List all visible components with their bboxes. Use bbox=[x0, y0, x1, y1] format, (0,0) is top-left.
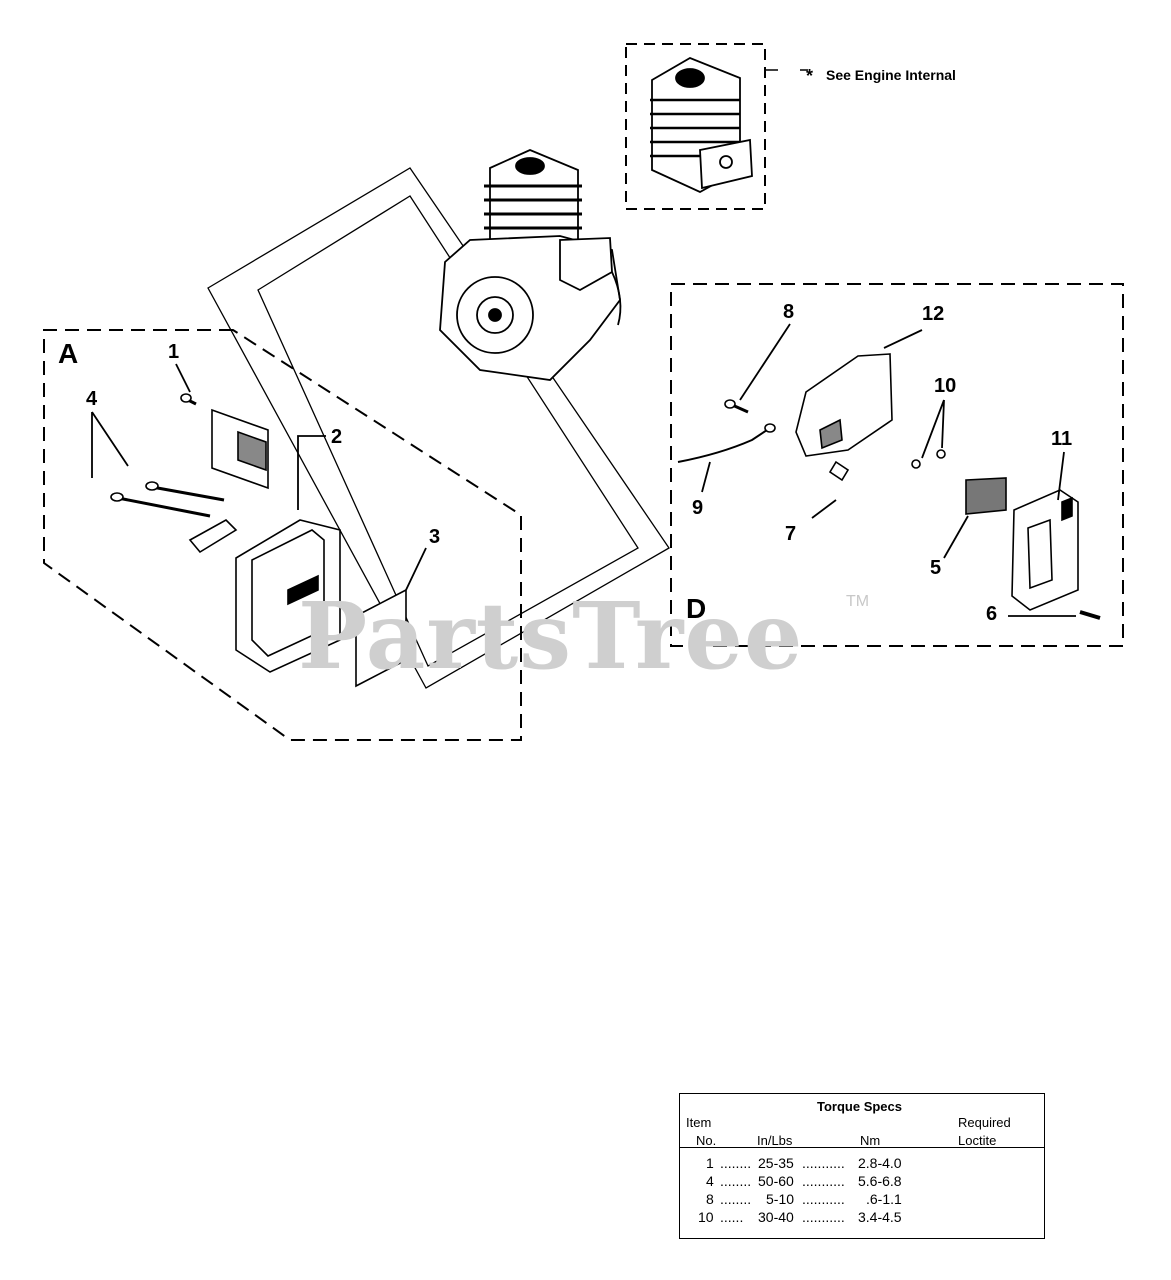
callout-8: 8 bbox=[783, 301, 795, 323]
frame-outline bbox=[207, 167, 670, 689]
section-a-parts bbox=[110, 393, 407, 688]
engine-icon bbox=[439, 149, 622, 381]
watermark-partstree: PartsTree bbox=[298, 582, 804, 690]
callout-4: 4 bbox=[86, 388, 98, 410]
torque-specs-table: Torque Specs Item No. In/Lbs Nm Required… bbox=[679, 1093, 1045, 1239]
col-loctite-2: Loctite bbox=[958, 1133, 997, 1148]
col-item-1: Item bbox=[686, 1115, 712, 1130]
section-label-d: D bbox=[686, 593, 707, 624]
callout-2: 2 bbox=[331, 426, 343, 448]
row-inlbs: 5-10 bbox=[766, 1191, 795, 1207]
callout-11: 11 bbox=[1051, 428, 1073, 450]
row-item: 4 bbox=[706, 1173, 714, 1189]
callout-1: 1 bbox=[168, 341, 180, 363]
torque-row: 4 ........ 50-60 ........... 5.6-6.8 bbox=[706, 1173, 902, 1189]
callout-5: 5 bbox=[930, 557, 942, 579]
row-nm: 3.4-4.5 bbox=[858, 1209, 902, 1225]
col-loctite-1: Required bbox=[958, 1115, 1011, 1130]
engine-internal-box bbox=[625, 43, 766, 210]
section-d-parts bbox=[677, 353, 1101, 620]
note-star: * bbox=[806, 66, 814, 86]
row-nm: 5.6-6.8 bbox=[858, 1173, 902, 1189]
row-nm: .6-1.1 bbox=[866, 1191, 902, 1207]
col-inlbs: In/Lbs bbox=[757, 1133, 793, 1148]
callout-12: 12 bbox=[922, 303, 945, 325]
row-item: 10 bbox=[698, 1209, 714, 1225]
row-inlbs: 30-40 bbox=[758, 1209, 794, 1225]
row-item: 1 bbox=[706, 1155, 714, 1171]
section-label-a: A bbox=[58, 338, 79, 369]
callout-6: 6 bbox=[986, 603, 998, 625]
section-a-boundary bbox=[43, 329, 522, 741]
section-d-boundary bbox=[670, 283, 1124, 647]
col-nm: Nm bbox=[860, 1133, 881, 1148]
row-inlbs: 50-60 bbox=[758, 1173, 794, 1189]
row-nm: 2.8-4.0 bbox=[858, 1155, 902, 1171]
callout-10: 10 bbox=[934, 375, 957, 397]
torque-title: Torque Specs bbox=[817, 1099, 903, 1114]
note-see-engine-internal: See Engine Internal bbox=[826, 67, 956, 83]
watermark-tm: TM bbox=[846, 593, 870, 610]
torque-row: 1 ........ 25-35 ........... 2.8-4.0 bbox=[706, 1155, 902, 1171]
row-inlbs: 25-35 bbox=[758, 1155, 794, 1171]
torque-row: 10 ...... 30-40 ........... 3.4-4.5 bbox=[698, 1209, 902, 1225]
callout-3: 3 bbox=[429, 526, 441, 548]
row-item: 8 bbox=[706, 1191, 714, 1207]
callout-9: 9 bbox=[692, 497, 704, 519]
cylinder-icon bbox=[650, 57, 753, 194]
callout-7: 7 bbox=[785, 523, 797, 545]
torque-row: 8 ........ 5-10 ........... .6-1.1 bbox=[706, 1191, 902, 1207]
col-item-2: No. bbox=[696, 1133, 717, 1148]
